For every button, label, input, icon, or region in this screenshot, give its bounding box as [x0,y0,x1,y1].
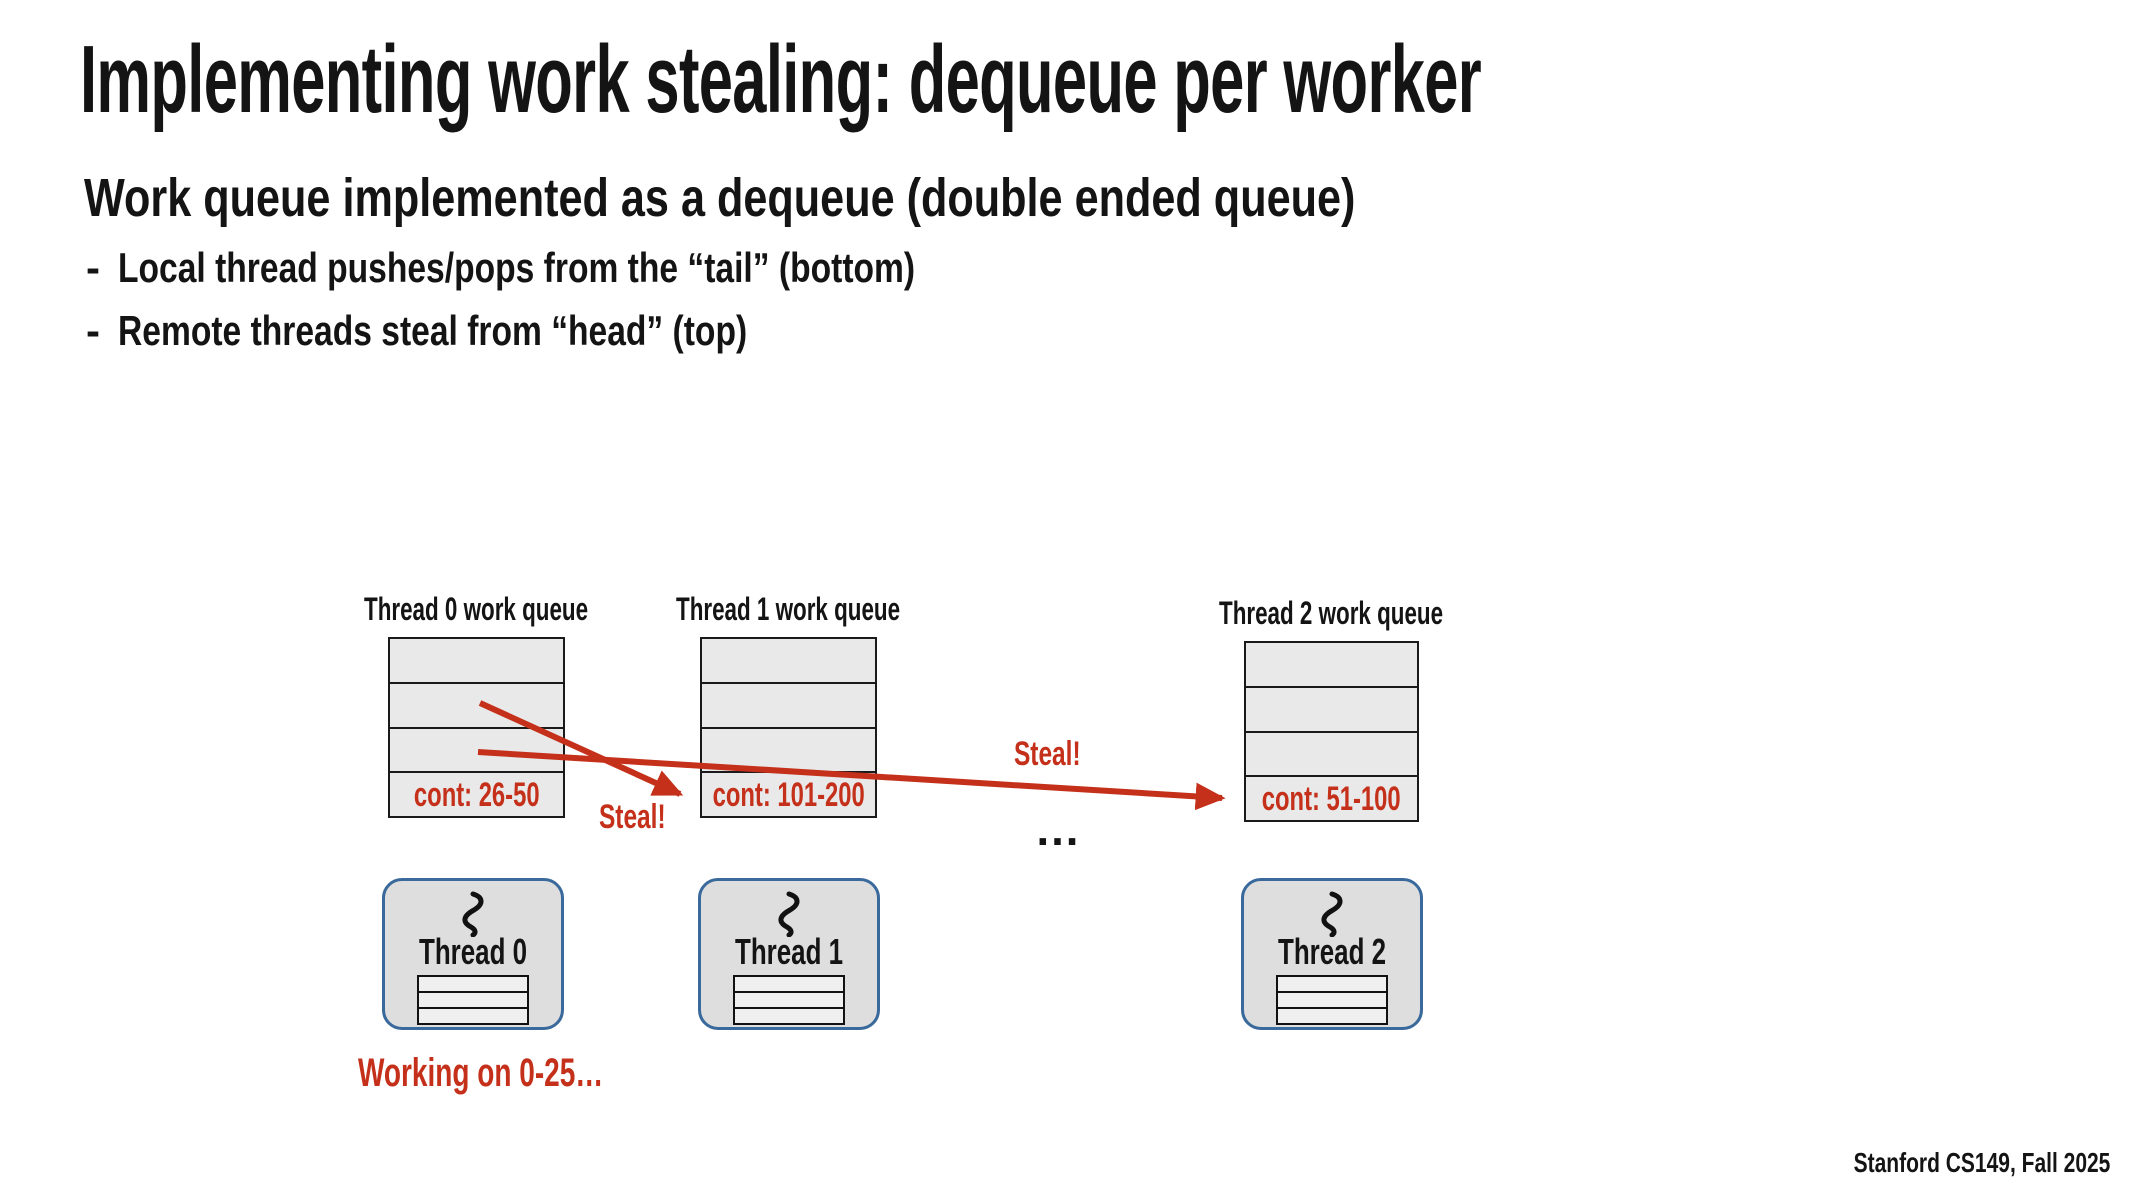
page-title: Implementing work stealing: dequeue per … [80,32,2133,128]
thread-box-0: Thread 0 [382,878,564,1030]
thread-stack-icon [417,975,529,1025]
bullet-item: - [86,247,100,289]
steal-label-1: Steal! [598,798,666,836]
queue-cell-empty [702,729,875,774]
footer-credit: Stanford CS149, Fall 2025 [1853,1147,2110,1178]
bullet-item: Remote threads steal from “head” (top) [118,310,904,352]
steal-label-2: Steal! [1013,735,1081,773]
queue-cell-empty [390,639,563,684]
slide-subtitle-text: Work queue implemented as a dequeue (dou… [84,168,1356,228]
queue-tail-cell: cont: 26-50 [390,773,563,816]
work-queue-box: cont: 51-100 [1244,641,1419,822]
thread-status: Working on 0-25… [358,1051,604,1095]
stack-row [1276,1007,1388,1025]
queue-cell-empty [390,684,563,729]
work-queue-thread1: Thread 1 work queue cont: 101-200 [676,593,901,818]
thread-squiggle-icon [462,891,484,937]
queue-cell-empty [702,639,875,684]
queue-cell-empty [1246,688,1417,733]
bullet-text: Remote threads steal from “head” (top) [118,307,748,354]
queue-cell-empty [1246,643,1417,688]
thread-squiggle-icon [1321,891,1343,937]
work-queue-thread0: Thread 0 work queue cont: 26-50 [364,593,589,818]
queue-tail-value: cont: 26-50 [413,775,540,814]
bullet-text: Local thread pushes/pops from the “tail”… [118,244,916,291]
work-queue-box: cont: 26-50 [388,637,565,818]
work-queue-label: Thread 0 work queue [364,591,589,627]
page-title-text: Implementing work stealing: dequeue per … [80,26,1482,133]
work-queue-label: Thread 2 work queue [1219,595,1444,631]
bullet-item: Local thread pushes/pops from the “tail”… [118,247,1114,289]
thread-squiggle-icon [778,891,800,937]
queue-tail-cell: cont: 101-200 [702,773,875,816]
slide-subtitle: Work queue implemented as a dequeue (dou… [84,171,1673,225]
queue-cell-empty [1246,733,1417,778]
queue-tail-value: cont: 51-100 [1262,779,1401,818]
stack-row [733,1007,845,1025]
bullet-dash: - [86,244,100,291]
work-queue-thread2: Thread 2 work queue cont: 51-100 [1219,597,1444,822]
thread-label: Thread 0 [418,931,528,972]
bullet-dash: - [86,307,100,354]
work-queue-box: cont: 101-200 [700,637,877,818]
thread-stack-icon [733,975,845,1025]
thread-stack-icon [1276,975,1388,1025]
more-queues-ellipsis: … [1034,803,1082,855]
thread-box-1: Thread 1 [698,878,880,1030]
bullet-item: - [86,310,100,352]
stack-row [417,1007,529,1025]
thread-label: Thread 1 [734,931,844,972]
queue-cell-empty [390,729,563,774]
queue-tail-cell: cont: 51-100 [1246,777,1417,820]
queue-tail-value: cont: 101-200 [712,775,865,814]
queue-cell-empty [702,684,875,729]
thread-box-2: Thread 2 [1241,878,1423,1030]
thread-label: Thread 2 [1277,931,1387,972]
work-queue-label: Thread 1 work queue [676,591,901,627]
